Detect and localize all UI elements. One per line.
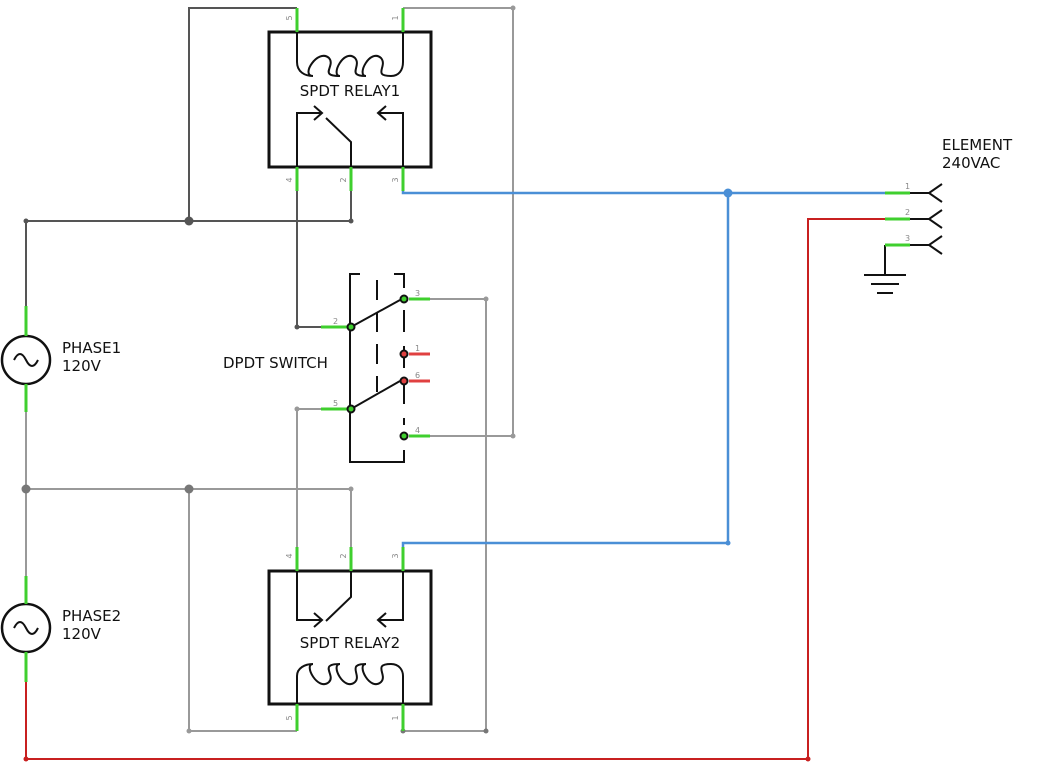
wire-end bbox=[348, 218, 354, 224]
switch-terminal bbox=[346, 404, 356, 414]
switch-pin-6: 6 bbox=[415, 371, 420, 380]
phase-2-voltage: 120V bbox=[62, 625, 102, 643]
wire-end bbox=[294, 406, 300, 412]
element-pin-3: 3 bbox=[905, 234, 910, 243]
relay-1-pin-4: 4 bbox=[285, 177, 294, 182]
wire-end bbox=[510, 433, 516, 439]
junction-dot bbox=[21, 484, 31, 494]
relay-2-pin-4: 4 bbox=[285, 553, 294, 558]
phase-2-name: PHASE2 bbox=[62, 607, 121, 625]
switch-terminals bbox=[346, 294, 409, 441]
junctions bbox=[21, 5, 811, 762]
switch-terminal bbox=[399, 294, 409, 304]
wire-end bbox=[23, 756, 29, 762]
wire-end bbox=[348, 486, 354, 492]
switch-pin-1: 1 bbox=[415, 344, 420, 353]
phase-1-voltage: 120V bbox=[62, 357, 102, 375]
relay-2: SPDT RELAY2 bbox=[267, 569, 433, 706]
wire-end bbox=[510, 5, 516, 11]
element-terminal-1-icon bbox=[927, 183, 943, 203]
relay-1-pin-3: 3 bbox=[391, 177, 400, 182]
ground-icon bbox=[864, 274, 906, 294]
relay-1-pin-5: 5 bbox=[285, 15, 294, 20]
relay-1-pin-2: 2 bbox=[339, 177, 348, 182]
pin-stubs-unused bbox=[409, 352, 430, 383]
relay-2-label: SPDT RELAY2 bbox=[300, 634, 400, 652]
element-terminal-3-icon bbox=[927, 235, 943, 255]
element-pin-1: 1 bbox=[905, 182, 910, 191]
dpdt-switch-blade-lower bbox=[350, 380, 401, 410]
switch-pin-3: 3 bbox=[415, 289, 420, 298]
relay-2-pin-2: 2 bbox=[339, 553, 348, 558]
wire-end bbox=[725, 540, 731, 546]
element-pin-2: 2 bbox=[905, 208, 910, 217]
relay-1-label: SPDT RELAY1 bbox=[300, 82, 400, 100]
wire-end bbox=[483, 728, 489, 734]
relay-2-contacts bbox=[296, 571, 404, 628]
pin-numbers: 5 1 4 2 3 4 2 3 5 1 2 3 1 6 5 4 1 2 3 bbox=[285, 15, 910, 720]
relay-1: SPDT RELAY1 bbox=[267, 30, 433, 169]
switch-terminal bbox=[399, 349, 409, 359]
wire-end bbox=[23, 218, 29, 224]
wire-end bbox=[805, 756, 811, 762]
wire-end bbox=[186, 728, 192, 734]
junction-dot bbox=[723, 188, 733, 198]
wire-end bbox=[294, 324, 300, 330]
ac-sine-icon bbox=[13, 353, 39, 367]
switch-pin-4: 4 bbox=[415, 426, 420, 435]
junction-dot bbox=[184, 216, 194, 226]
ac-sine-icon bbox=[13, 621, 39, 635]
relay-1-pin-1: 1 bbox=[391, 15, 400, 20]
phase-1-source: PHASE1 120V bbox=[0, 334, 121, 386]
switch-pin-5: 5 bbox=[333, 399, 338, 408]
element-voltage: 240VAC bbox=[942, 154, 1000, 172]
relay-2-coil-icon bbox=[296, 662, 404, 704]
dpdt-switch-blade-upper bbox=[350, 299, 401, 328]
element-name: ELEMENT bbox=[942, 136, 1013, 154]
phase-2-source: PHASE2 120V bbox=[0, 602, 121, 654]
junction-dot bbox=[184, 484, 194, 494]
phase-1-name: PHASE1 bbox=[62, 339, 121, 357]
dpdt-switch-body bbox=[349, 273, 405, 463]
relay-2-pin-3: 3 bbox=[391, 553, 400, 558]
switch-terminal bbox=[399, 431, 409, 441]
relay-2-pin-5: 5 bbox=[285, 715, 294, 720]
dpdt-switch: DPDT SWITCH bbox=[223, 273, 405, 463]
dpdt-switch-label: DPDT SWITCH bbox=[223, 354, 328, 372]
relay-2-pin-1: 1 bbox=[391, 715, 400, 720]
switch-pin-2: 2 bbox=[333, 317, 338, 326]
element-terminal-2-icon bbox=[927, 209, 943, 229]
switch-terminal bbox=[399, 376, 409, 386]
wire-end bbox=[483, 296, 489, 302]
element-connector: ELEMENT 240VAC bbox=[864, 136, 1013, 294]
pin-stubs bbox=[24, 8, 910, 731]
switch-terminal bbox=[346, 322, 356, 332]
wire-blue-net bbox=[401, 191, 885, 555]
relay-1-coil-icon bbox=[296, 32, 404, 78]
relay-1-contacts bbox=[296, 105, 404, 167]
